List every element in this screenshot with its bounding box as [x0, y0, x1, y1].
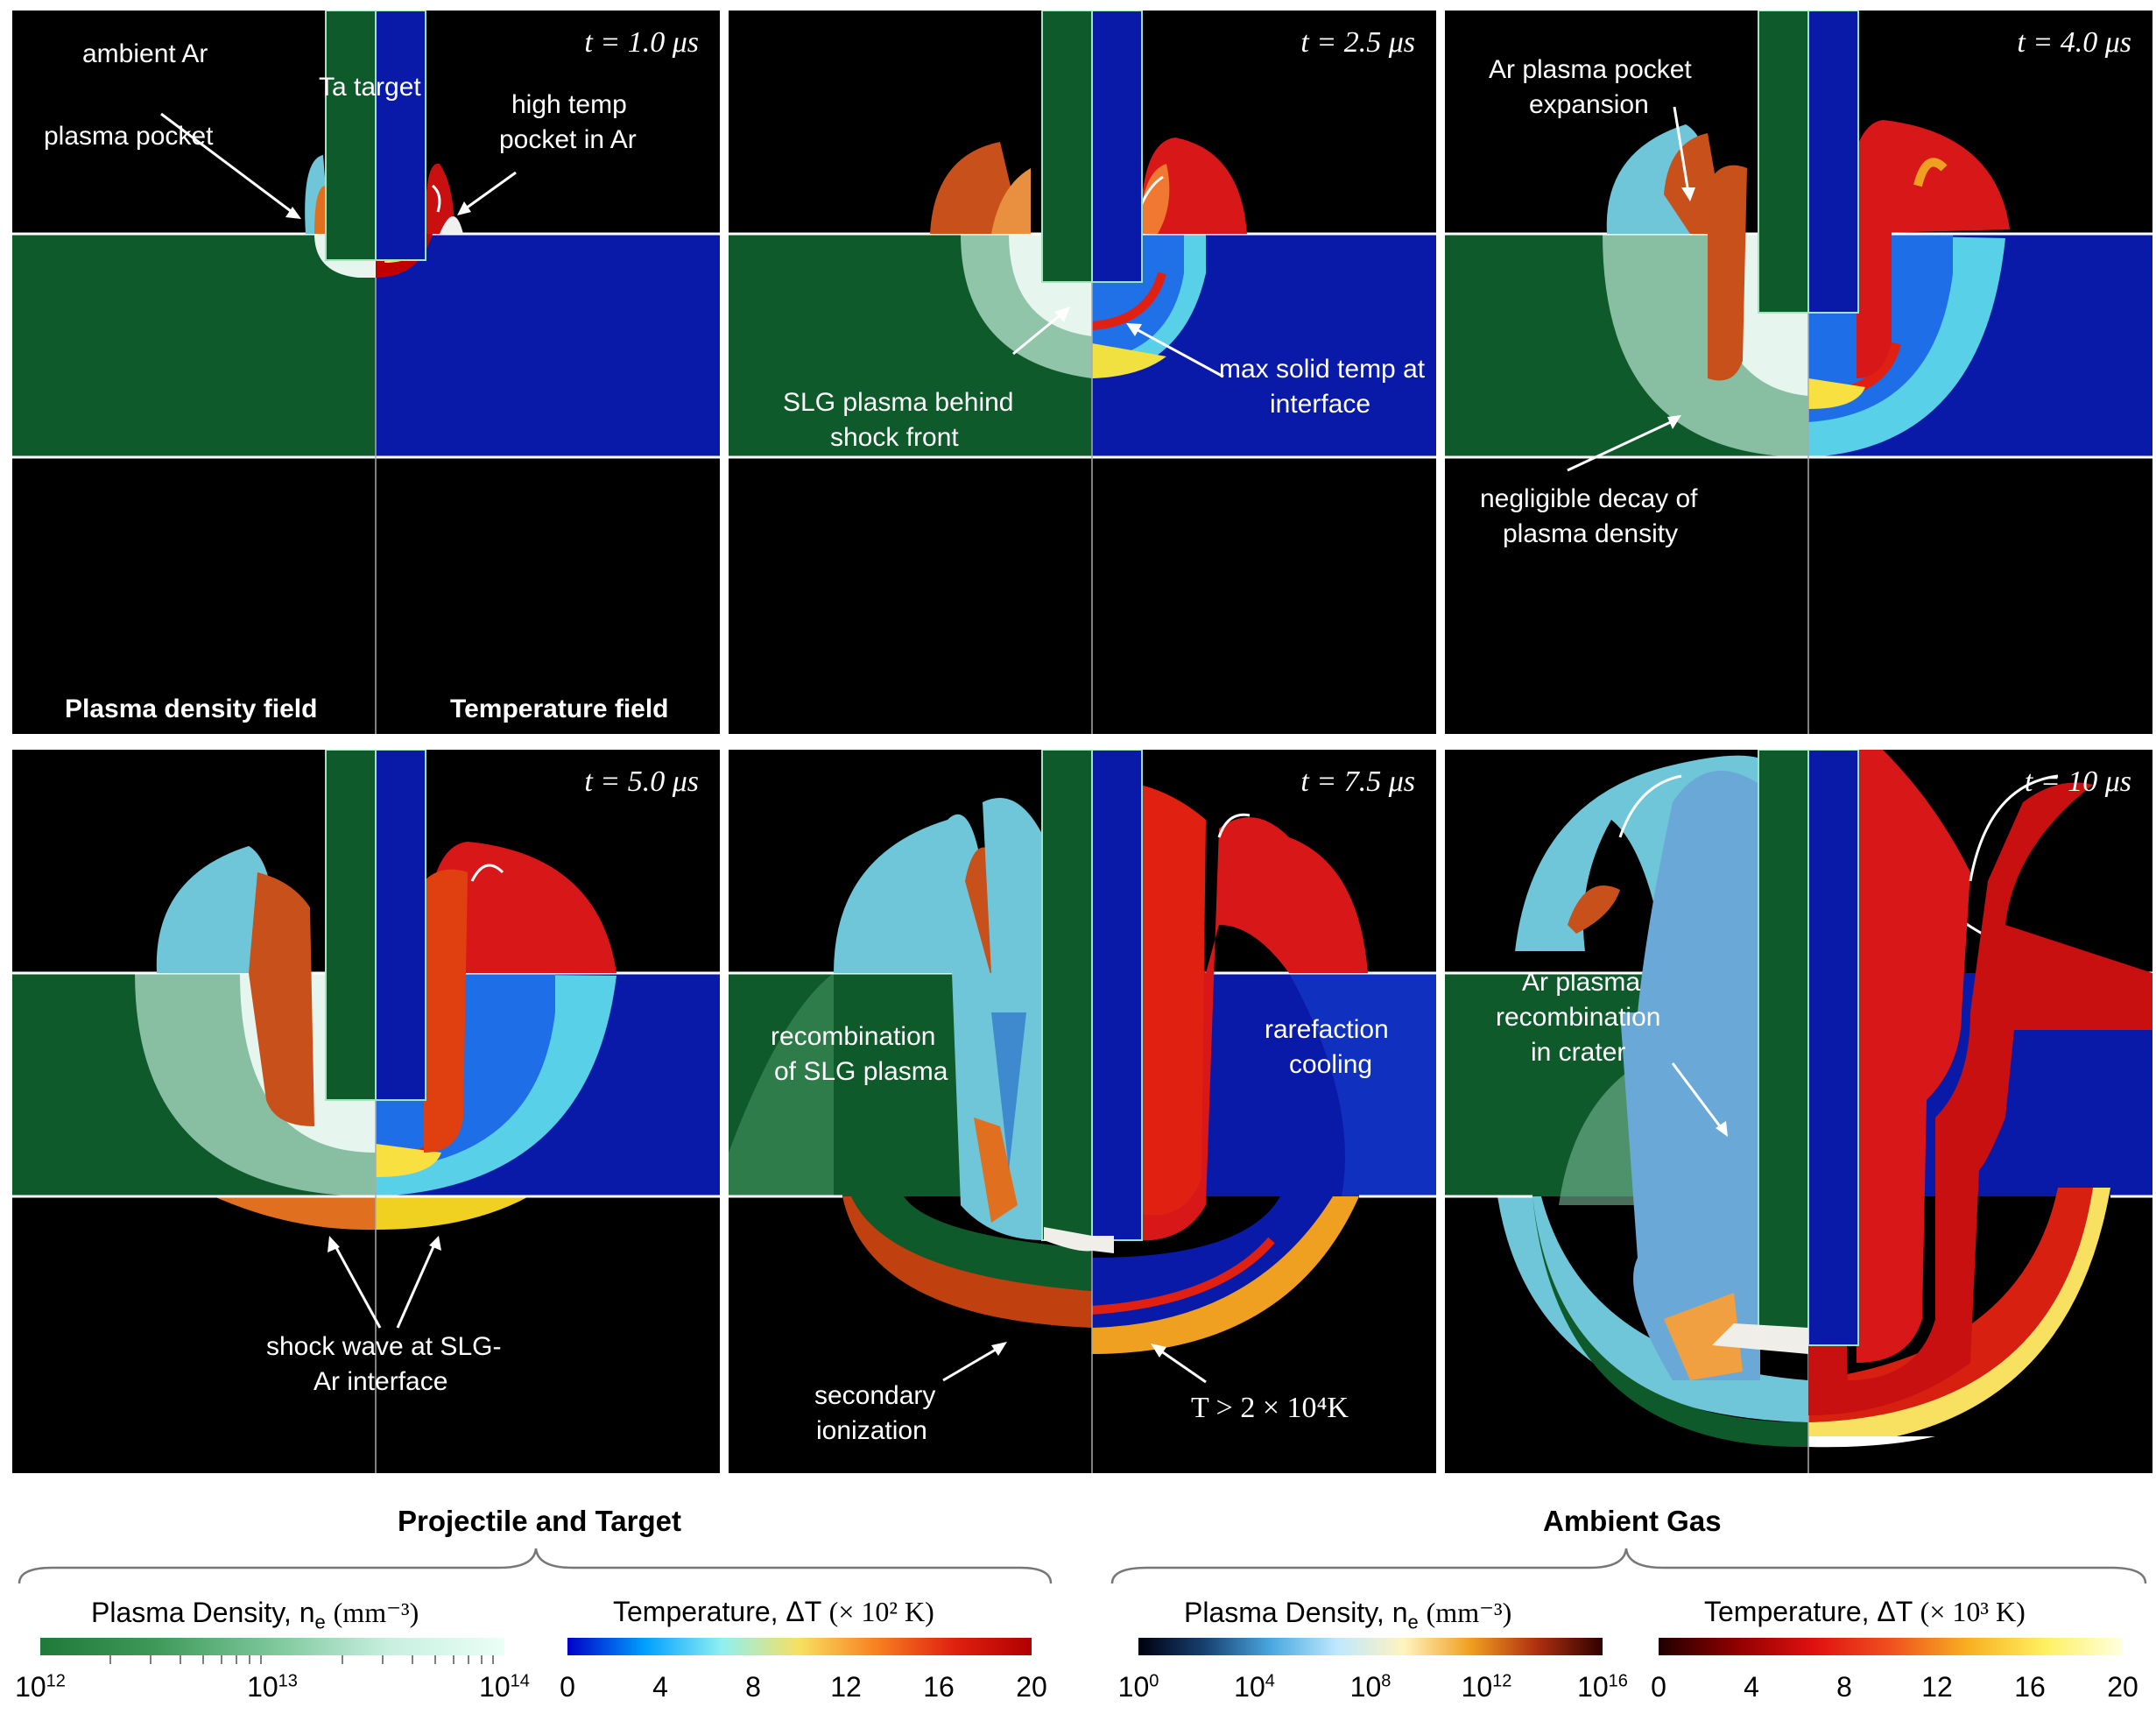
label-sec-line1: secondary: [814, 1381, 936, 1410]
colorbar-tick-label: 108: [1349, 1671, 1392, 1703]
label-exp-line2: expansion: [1529, 90, 1649, 119]
colorbar-tick-label: 1013: [247, 1671, 298, 1703]
panel-t5: recombination of SLG plasma rarefaction …: [729, 750, 1436, 1473]
colorbar-tick-label: 0: [560, 1671, 575, 1703]
panel-t3: Ar plasma pocket expansion negligible de…: [1445, 11, 2152, 734]
panel-t5-field: [729, 750, 1436, 1473]
panel-t4-field: [12, 750, 720, 1473]
label-shock-line1: shock wave at SLG-: [266, 1332, 502, 1361]
label-ar-line3: in crater: [1531, 1038, 1626, 1067]
colorbar-temp-pt: [567, 1638, 1032, 1655]
colorbar-tick-label: 20: [1016, 1671, 1047, 1703]
panel-t1-field: [12, 11, 720, 734]
label-exp-line1: Ar plasma pocket: [1489, 55, 1692, 84]
panel-t1: ambient Ar Ta target plasma pocket high …: [12, 11, 720, 734]
panel-t4: shock wave at SLG- Ar interface t = 5.0 …: [12, 750, 720, 1473]
colorbar-temp-gas: [1659, 1638, 2123, 1655]
label-ar-line1: Ar plasma: [1522, 968, 1641, 997]
label-slg-line1: SLG plasma behind: [783, 388, 1014, 417]
colorbar-tick-label: 20: [2107, 1671, 2138, 1703]
colorbar-tick-label: 12: [1921, 1671, 1953, 1703]
group-title-projectile-target: Projectile and Target: [398, 1505, 681, 1537]
colorbar-tick-label: 16: [2014, 1671, 2046, 1703]
colorbar-tick-label: 1016: [1577, 1671, 1628, 1703]
colorbar-density-pt: [40, 1638, 504, 1655]
label-ambient-ar: ambient Ar: [82, 39, 208, 68]
panel-t3-field: [1445, 11, 2152, 734]
time-label: t = 7.5 μs: [1300, 765, 1415, 798]
label-temperature-field: Temperature field: [450, 695, 669, 723]
colorbar-tick-label: 100: [1117, 1671, 1159, 1703]
label-high-temp-line2: pocket in Ar: [499, 125, 637, 154]
label-high-temp-line1: high temp: [511, 90, 627, 119]
time-label: t = 1.0 μs: [584, 26, 699, 59]
colorbar-temp-gas-title: Temperature, ΔT (× 10³ K): [1704, 1596, 2026, 1627]
label-ta-target: Ta target: [319, 73, 421, 102]
label-recomb-line1: recombination: [771, 1022, 936, 1051]
label-max-line1: max solid temp at: [1219, 355, 1426, 384]
label-ar-line2: recombination: [1496, 1003, 1661, 1032]
colorbar-density-gas: [1138, 1638, 1603, 1655]
label-shock-line2: Ar interface: [314, 1367, 448, 1396]
colorbar-tick-label: 4: [1744, 1671, 1759, 1703]
colorbar-tick-label: 16: [923, 1671, 955, 1703]
colorbar-density-gas-title: Plasma Density, ne (mm⁻³): [1184, 1597, 1512, 1633]
colorbar-tick-label: 0: [1651, 1671, 1666, 1703]
label-recomb-line2: of SLG plasma: [774, 1057, 948, 1086]
colorbar-tick-label: 12: [830, 1671, 862, 1703]
label-slg-line2: shock front: [830, 423, 959, 452]
colorbar-temp-pt-title: Temperature, ΔT (× 10² K): [613, 1596, 934, 1627]
label-rare-line2: cooling: [1289, 1050, 1373, 1079]
label-plasma-pocket: plasma pocket: [44, 122, 214, 151]
label-temp-threshold: T > 2 × 10⁴K: [1191, 1392, 1349, 1424]
legend-braces: [18, 1548, 2147, 1584]
colorbar-tick-label: 1014: [479, 1671, 530, 1703]
label-sec-line2: ionization: [816, 1416, 927, 1445]
colorbar-density-pt-title: Plasma Density, ne (mm⁻³): [91, 1597, 419, 1633]
colorbar-tick-label: 8: [1836, 1671, 1852, 1703]
label-rare-line1: rarefaction: [1265, 1015, 1389, 1044]
group-title-ambient-gas: Ambient Gas: [1543, 1505, 1722, 1537]
time-label: t = 5.0 μs: [584, 765, 699, 798]
label-max-line2: interface: [1270, 390, 1371, 419]
panel-t2: SLG plasma behind shock front max solid …: [729, 11, 1436, 734]
time-label: t = 10 μs: [2024, 765, 2131, 798]
colorbar-tick-label: 104: [1234, 1671, 1275, 1703]
colorbar-tick-label: 4: [652, 1671, 668, 1703]
colorbar-density-pt-minor-ticks: [109, 1655, 494, 1664]
colorbar-tick-label: 8: [745, 1671, 761, 1703]
label-decay-line2: plasma density: [1503, 519, 1679, 548]
panel-t2-field: [729, 11, 1436, 734]
colorbar-tick-label: 1012: [15, 1671, 66, 1703]
time-label: t = 2.5 μs: [1300, 26, 1415, 59]
colorbar-tick-label: 1012: [1461, 1671, 1512, 1703]
panel-t6-field: [1445, 750, 2152, 1473]
panel-t6: Ar plasma recombination in crater t = 10…: [1445, 750, 2152, 1473]
label-density-field: Plasma density field: [65, 695, 318, 723]
label-decay-line1: negligible decay of: [1480, 484, 1698, 513]
time-label: t = 4.0 μs: [2017, 26, 2131, 59]
